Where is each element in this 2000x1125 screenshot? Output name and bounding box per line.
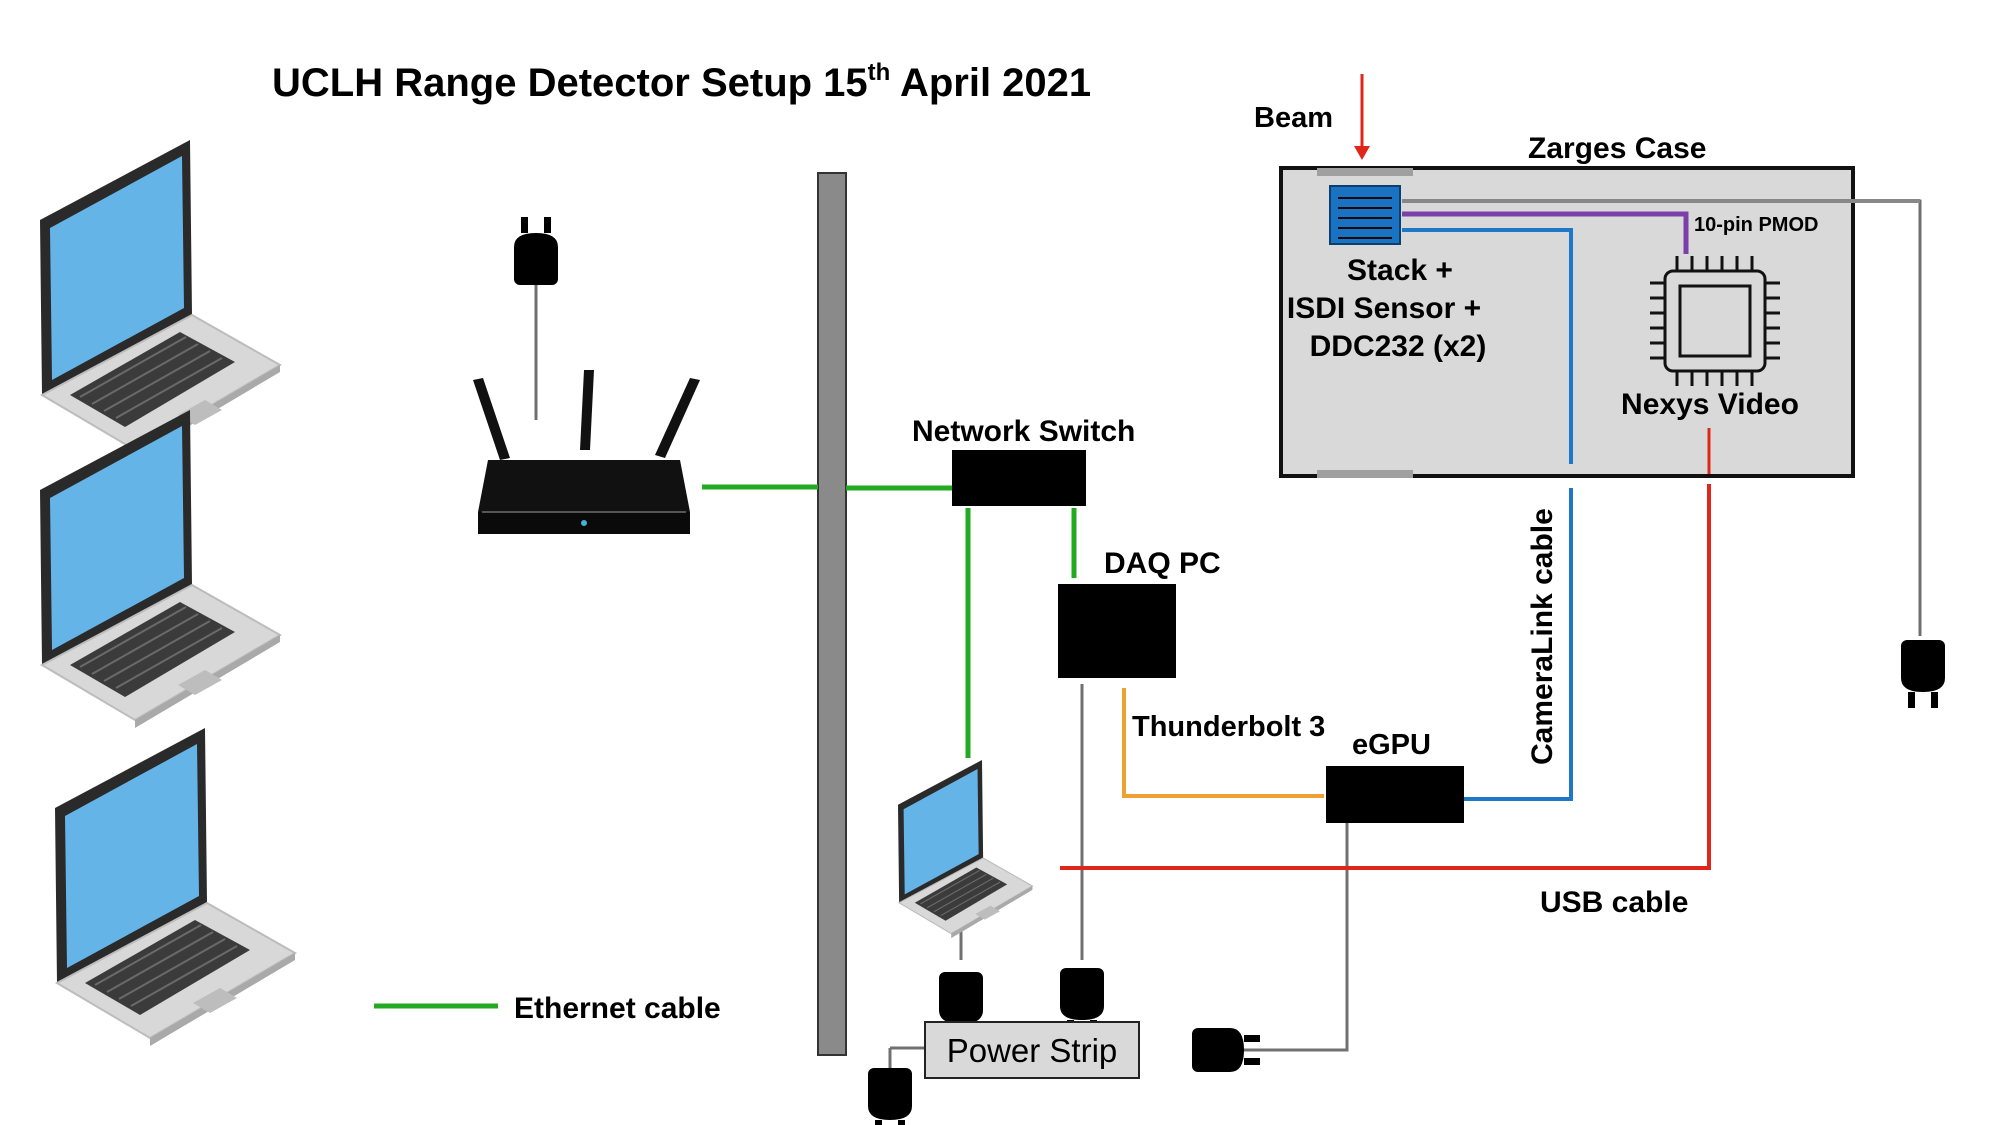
wall-divider <box>817 172 847 1056</box>
thunderbolt-cable <box>1122 688 1324 798</box>
power-plug-icon <box>1901 640 1945 708</box>
beam-arrow <box>1354 74 1370 160</box>
fpga-chip-icon <box>1650 256 1780 386</box>
network-switch-label: Network Switch <box>912 415 1135 448</box>
pmod-label: 10-pin PMOD <box>1694 214 1818 236</box>
laptop-icon <box>54 727 296 1047</box>
laptop-icon <box>39 409 281 729</box>
wifi-router-icon <box>473 217 700 534</box>
cameralink-internal <box>1402 228 1573 464</box>
diagram-title: UCLH Range Detector Setup 15th April 202… <box>272 59 1091 105</box>
cameralink-cable <box>1464 488 1573 801</box>
laptop-icon <box>39 139 281 459</box>
nexys-video-label: Nexys Video <box>1621 388 1799 421</box>
ethernet-cables <box>702 484 1077 758</box>
power-plug-icon <box>868 1068 912 1125</box>
egpu <box>1326 766 1464 823</box>
zarges-case-label: Zarges Case <box>1528 132 1706 165</box>
stack-label-line3: DDC232 (x2) <box>1310 330 1487 363</box>
sensor-stack-icon <box>1329 185 1401 245</box>
daq-pc-label: DAQ PC <box>1104 547 1221 580</box>
beam-window-top <box>1317 168 1413 176</box>
daq-pc <box>1058 584 1176 678</box>
power-plug-icon <box>514 217 558 285</box>
pmod-cable <box>1402 211 1689 254</box>
power-strip-label: Power Strip <box>947 1032 1118 1069</box>
stack-label-line1: Stack + <box>1347 254 1453 287</box>
beam-window-bottom <box>1317 470 1413 478</box>
power-strip <box>924 1021 1140 1079</box>
thunderbolt-label: Thunderbolt 3 <box>1132 711 1325 743</box>
usb-cable-label: USB cable <box>1540 886 1688 919</box>
network-switch <box>952 450 1086 506</box>
egpu-label: eGPU <box>1352 729 1431 761</box>
stack-label-line2: ISDI Sensor + <box>1287 292 1481 325</box>
laptop-icon <box>897 759 1033 939</box>
legend-ethernet-label: Ethernet cable <box>514 992 721 1025</box>
beam-label: Beam <box>1254 102 1333 134</box>
usb-cable <box>1060 484 1711 870</box>
cameralink-label: CameraLink cable <box>1526 508 1559 765</box>
